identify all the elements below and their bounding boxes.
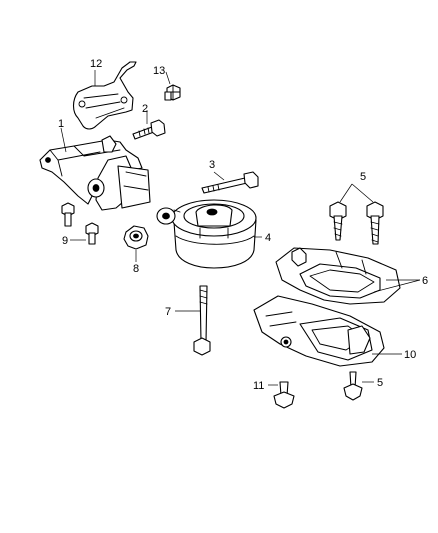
callout-10: 10	[404, 349, 416, 361]
part-7-bolt	[193, 285, 211, 356]
callout-4: 4	[265, 232, 271, 244]
part-5-bolt-lower	[343, 371, 363, 401]
part-11-bolt	[273, 381, 295, 409]
callout-1: 1	[58, 118, 64, 130]
part-5-bolts-upper	[329, 201, 384, 245]
callout-11: 11	[253, 380, 264, 392]
part-4-mount	[156, 199, 257, 269]
part-9-bolts	[61, 202, 99, 245]
part-10-lower-bracket	[253, 295, 385, 367]
callout-5-upper: 5	[360, 171, 366, 183]
callout-2: 2	[142, 103, 148, 115]
part-13-bolt	[164, 84, 181, 101]
part-3-bolt	[201, 171, 259, 194]
part-2-bolt	[132, 119, 166, 140]
callout-8: 8	[133, 263, 139, 275]
callout-3: 3	[209, 159, 215, 171]
part-8-nut	[123, 225, 149, 250]
callout-5-lower: 5	[377, 377, 383, 389]
part-6-mount-bracket	[275, 247, 401, 305]
leader-lines	[60, 70, 421, 386]
callout-9: 9	[62, 235, 68, 247]
callout-12: 12	[90, 58, 102, 70]
callout-7: 7	[165, 306, 171, 318]
callout-6: 6	[422, 275, 428, 287]
callout-13: 13	[153, 65, 165, 77]
part-1-transmission-bracket	[39, 135, 151, 211]
part-12-bracket-plate	[72, 61, 137, 130]
